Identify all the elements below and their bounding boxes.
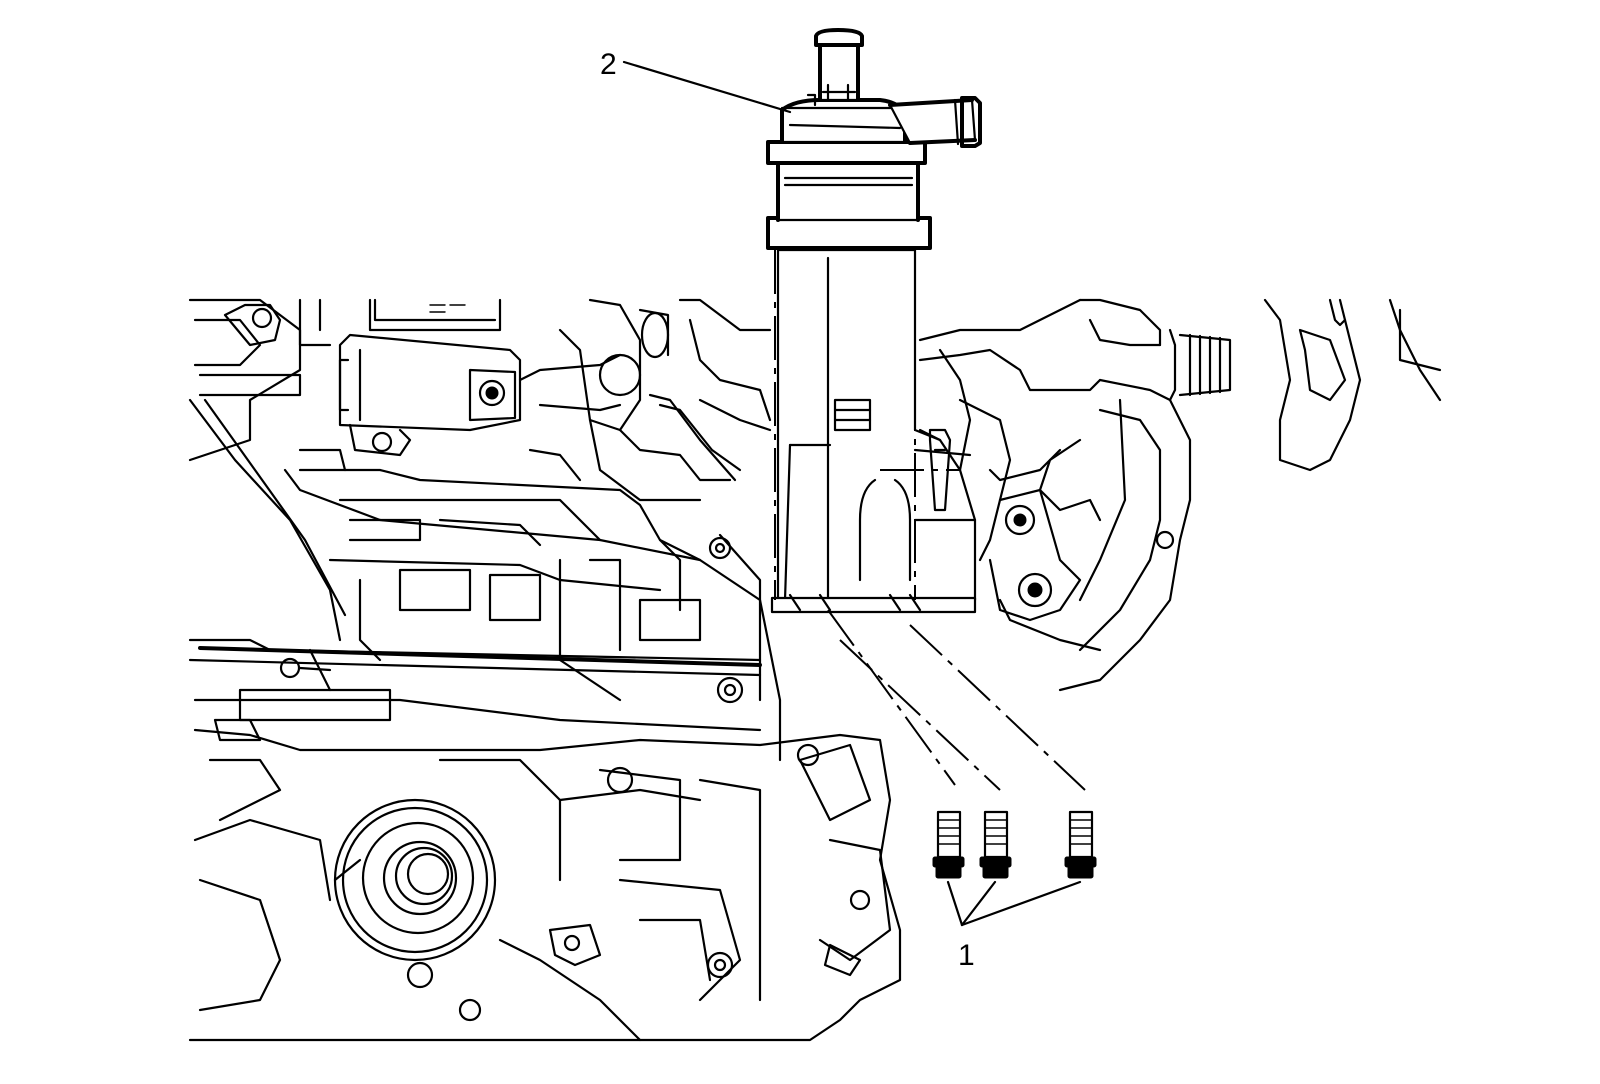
bolt-2 bbox=[979, 810, 1012, 879]
bolt-1 bbox=[932, 810, 965, 879]
engine-block bbox=[188, 298, 782, 762]
bolts bbox=[932, 810, 1097, 879]
bolt-3 bbox=[1064, 810, 1097, 879]
upper-right-components bbox=[918, 298, 1442, 692]
callout-label-2: 2 bbox=[600, 48, 617, 81]
callout-label-1: 1 bbox=[958, 939, 975, 972]
auxiliary-water-pump bbox=[766, 28, 982, 614]
front-cover bbox=[188, 728, 902, 1042]
callout-bolts: 1 bbox=[946, 880, 1082, 972]
upper-left-components bbox=[223, 298, 772, 502]
callout-pump: 2 bbox=[600, 48, 792, 114]
alignment-lines bbox=[774, 250, 1086, 791]
